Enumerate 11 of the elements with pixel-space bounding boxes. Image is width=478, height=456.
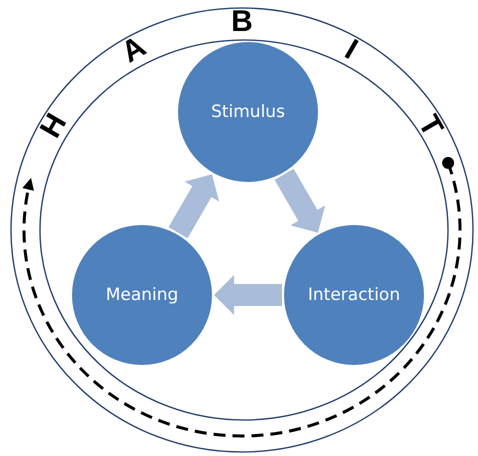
block-arrow xyxy=(274,168,326,233)
node-label: Stimulus xyxy=(211,102,285,122)
ring-letter: B xyxy=(231,7,253,37)
node-label: Meaning xyxy=(106,285,178,305)
ring-letter: I xyxy=(339,34,362,65)
block-arrow xyxy=(214,275,282,315)
ring-letter: T xyxy=(412,110,448,142)
ring-letter: A xyxy=(116,31,150,68)
ring-letter: H xyxy=(36,109,72,143)
block-arrow xyxy=(168,174,220,238)
node-label: Interaction xyxy=(308,285,400,305)
